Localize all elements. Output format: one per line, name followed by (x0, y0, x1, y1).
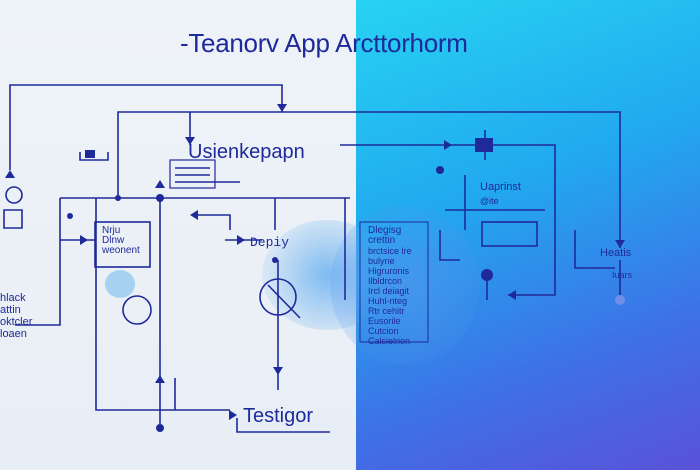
node-dot (67, 213, 73, 219)
arrow-head (237, 235, 245, 245)
left-text-line: loaen (0, 328, 27, 340)
arrow-head (273, 367, 283, 375)
nrju-line: Dlnw (102, 235, 125, 246)
arrow-head (508, 290, 516, 300)
nrju-line: weonent (102, 245, 140, 256)
node-dot (115, 195, 121, 201)
node-circle (259, 278, 297, 316)
component-block (475, 138, 493, 152)
arrow-head (5, 170, 15, 178)
arrow-head (155, 375, 165, 383)
middle-list-item: Ircl deiagit (368, 286, 410, 296)
arrow-head (277, 104, 287, 112)
heals-label: Heatis (600, 247, 632, 259)
arrow-head (155, 180, 165, 188)
component-block (85, 150, 95, 158)
component-box (94, 221, 151, 268)
nrju-line: Nrju (102, 225, 121, 236)
connector-line (236, 418, 330, 433)
tray-icon (79, 152, 109, 161)
node-dot (481, 269, 493, 281)
middle-list-item: Calsielrion (368, 336, 411, 346)
node-dot (436, 166, 444, 174)
left-edge-text: hlack attin oktcler loaen (0, 292, 32, 340)
middle-list: Dlegisg crettin brctsice lre bulyne Higr… (368, 225, 412, 347)
middle-list-item: Higruronis (368, 266, 410, 276)
node-dot (156, 194, 164, 202)
device-icon (169, 159, 216, 189)
deploy-label: Depiy (250, 235, 290, 250)
left-text-line: oktcler (0, 316, 33, 328)
testing-label: Testigor (243, 405, 314, 427)
design-label: Usienkepapn (188, 141, 305, 163)
watercolor-blob (105, 270, 135, 298)
arrow-head (185, 137, 195, 145)
arrow-head (615, 240, 625, 248)
watercolor-blob (330, 205, 480, 365)
middle-list-item: Cutcion (368, 326, 399, 336)
middle-list-item: Eusorile (368, 316, 401, 326)
left-text-line: attin (0, 304, 21, 316)
node-dot (156, 424, 164, 432)
person-icon (3, 186, 23, 229)
connector-line (574, 230, 615, 269)
node-dot (615, 295, 625, 305)
nrju-box-text: Nrju Dlnw weonent (102, 226, 140, 256)
middle-list-item: crettin (368, 235, 396, 246)
component-box (359, 221, 429, 343)
middle-list-item: Ilbldrcon (368, 276, 403, 286)
blueprint-label: Uaprinst (480, 181, 521, 193)
page-title: -Teanorv App Arcttorhorm (180, 28, 468, 58)
connector-line (267, 284, 301, 319)
node-dot (272, 257, 278, 263)
blueprint-sublabel: @ite (480, 196, 499, 206)
arrow-head (190, 210, 198, 220)
middle-list-item: brctsice lre (368, 246, 412, 256)
connector-line (117, 111, 621, 248)
arrow-head (80, 235, 88, 245)
heals-sublabel: Iuars (612, 270, 633, 280)
component-box (481, 221, 538, 247)
node-circle (122, 295, 152, 325)
connector-line (95, 198, 230, 411)
connector-line (439, 230, 460, 261)
connector-line (195, 214, 231, 230)
middle-list-item: Dlegisg (368, 225, 402, 236)
middle-list-item: bulyne (368, 256, 395, 266)
arrow-head (229, 410, 237, 420)
middle-list-item: Rtr cehitr (368, 306, 405, 316)
middle-list-item: Huhl-nteg (368, 296, 408, 306)
left-text-line: hlack (0, 292, 26, 304)
arrow-head (444, 140, 452, 150)
connector-line (9, 84, 283, 170)
